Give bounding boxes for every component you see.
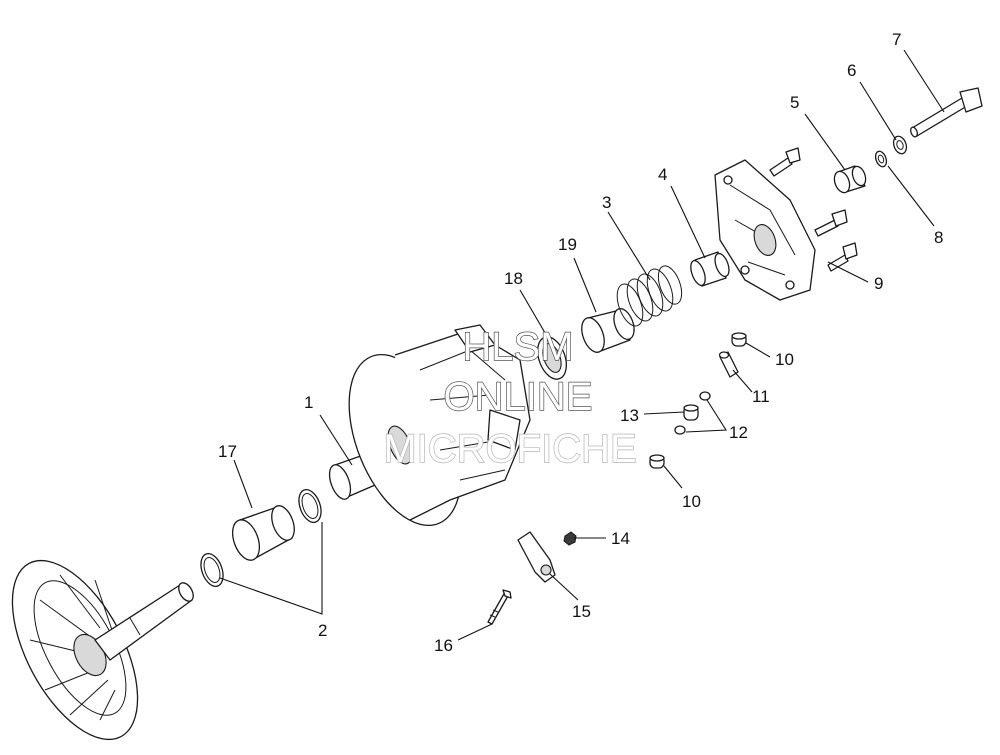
ring-12-top [699,391,711,401]
washer-8 [874,150,888,168]
spacer-5 [833,165,867,194]
spring-3 [616,265,683,327]
callout-7: 7 [892,30,901,49]
cap-10-bottom [649,454,665,469]
callout-10-top: 10 [775,350,794,369]
bushing-17 [231,505,295,561]
callout-10-bottom: 10 [682,492,701,511]
callout-13: 13 [620,406,639,425]
bushing-19 [581,308,635,353]
weight-arm-15 [517,531,556,583]
callout-17: 17 [218,442,237,461]
callout-12: 12 [729,423,748,442]
ring-12-bottom [674,425,686,435]
ring-2-left [200,553,224,587]
watermark-line-1: HLSM [462,325,573,369]
fixed-sheave-fan [11,559,194,741]
ring-2-right [298,489,322,523]
callout-1: 1 [304,393,313,412]
callout-6: 6 [847,61,856,80]
pin-16 [487,589,512,625]
ring-18 [537,336,567,380]
watermark-line-2: ONLINE [444,375,593,419]
callout-3: 3 [602,193,611,212]
watermark-line-3: MICROFICHE [383,427,636,471]
roller-13 [683,404,699,421]
bolt-7 [910,87,983,138]
nut-14 [563,531,577,546]
callout-5: 5 [790,93,799,112]
callout-8: 8 [934,228,943,247]
washer-6 [892,135,908,155]
callout-11: 11 [752,387,770,406]
callout-18: 18 [504,269,523,288]
callout-19: 19 [558,235,577,254]
watermark: HLSM ONLINE MICROFICHE [383,324,638,471]
movable-sheave [348,324,531,527]
callouts: 1 2 3 4 5 6 7 8 9 10 10 11 12 13 14 15 1… [218,30,943,655]
callout-9: 9 [874,274,883,293]
callout-2: 2 [318,621,327,640]
bolt-9-bottom [827,242,858,272]
leader-lines [219,49,945,641]
cap-10-top [731,332,747,347]
cover-plate [714,159,816,301]
callout-16: 16 [434,636,453,655]
callout-4: 4 [658,165,667,184]
bolt-9-middle [814,209,848,237]
bushing-4 [690,251,730,287]
callout-15: 15 [572,602,591,621]
bolt-9-top [769,147,801,177]
callout-14: 14 [611,529,630,548]
